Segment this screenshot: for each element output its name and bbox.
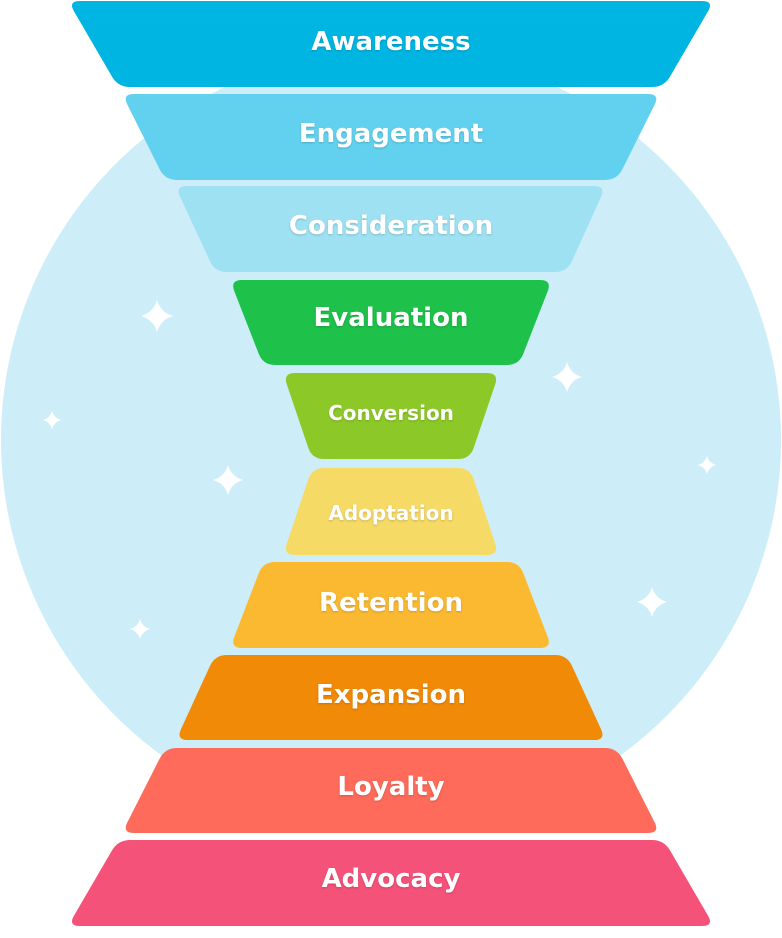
stage-label-awareness: Awareness (311, 27, 471, 57)
funnel-band-engagement (125, 94, 657, 180)
funnel-band-retention (233, 562, 549, 648)
funnel-band-advocacy (72, 840, 710, 926)
funnel-bands (72, 1, 710, 926)
sparkle-icon (552, 362, 582, 392)
funnel-band-consideration (178, 186, 603, 272)
funnel-band-conversion (285, 373, 497, 459)
sparkle-icon (43, 411, 61, 429)
stage-label-engagement: Engagement (298, 119, 484, 149)
sparkles-group (43, 300, 716, 639)
sparkle-icon (141, 300, 173, 332)
stage-label-loyalty: Loyalty (337, 772, 445, 802)
funnel-band-expansion (179, 655, 603, 740)
stage-label-consideration: Consideration (288, 211, 494, 241)
sparkle-icon (213, 465, 243, 495)
stage-label-evaluation: Evaluation (313, 303, 469, 333)
stage-label-advocacy: Advocacy (321, 864, 461, 894)
stage-label-adoptation: Adoptation (328, 501, 454, 525)
stage-label-retention: Retention (319, 588, 463, 618)
sparkle-icon (637, 587, 667, 617)
funnel-band-loyalty (125, 748, 657, 833)
sparkle-icon (698, 456, 716, 474)
stage-label-expansion: Expansion (316, 680, 466, 710)
funnel-band-adoptation (285, 468, 497, 555)
funnel-band-awareness (72, 1, 710, 87)
sparkle-icon (130, 619, 150, 639)
stage-label-conversion: Conversion (328, 401, 454, 425)
funnel-band-evaluation (233, 280, 549, 365)
